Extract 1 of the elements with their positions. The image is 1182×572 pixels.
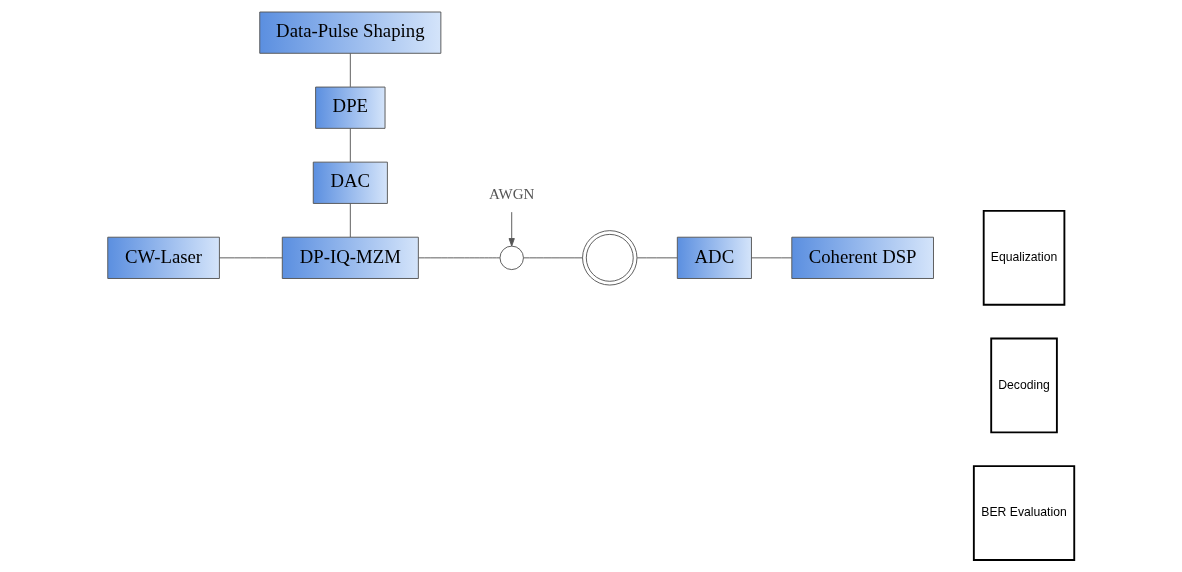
node-text: AWGN (488, 185, 535, 202)
